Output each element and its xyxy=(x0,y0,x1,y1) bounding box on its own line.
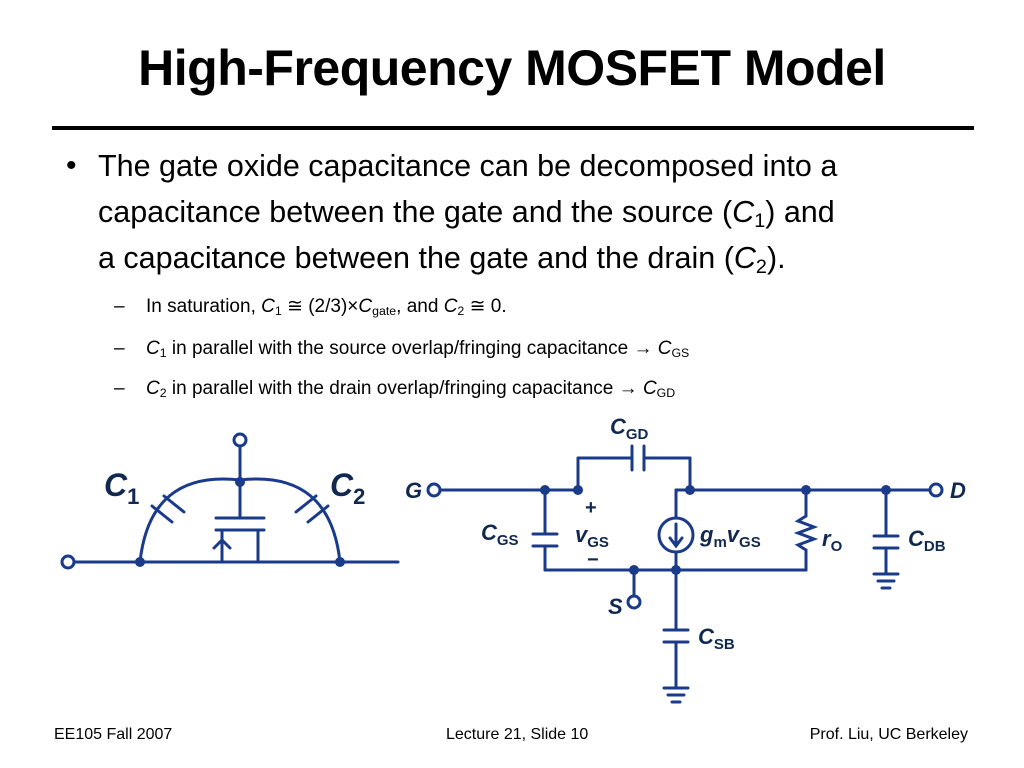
label-minus: − xyxy=(587,549,599,571)
sub-bullet-marker: – xyxy=(114,338,125,359)
label-gmvgs: gmvGS xyxy=(699,522,761,551)
label-c1: C1 xyxy=(104,467,139,509)
c1-capacitor xyxy=(150,494,186,524)
sub-bullet-marker: – xyxy=(114,378,125,399)
c2-capacitor xyxy=(294,494,330,524)
sub-bullet-c2: C2 in parallel with the drain overlap/fr… xyxy=(146,378,676,401)
label-cgs: CGS xyxy=(481,520,519,549)
bullet-marker: • xyxy=(66,149,77,182)
bullet-line-2: capacitance between the gate and the sou… xyxy=(98,195,835,232)
bullet-line-3: a capacitance between the gate and the d… xyxy=(98,241,786,278)
label-csb: CSB xyxy=(698,624,735,653)
footer-left: EE105 Fall 2007 xyxy=(54,726,173,743)
label-c2: C2 xyxy=(330,467,365,509)
slide-title: High-Frequency MOSFET Model xyxy=(138,40,886,96)
mosfet-symbol xyxy=(60,432,400,570)
label-s: S xyxy=(608,594,623,619)
sub-bullet-marker: – xyxy=(114,296,125,317)
label-g: G xyxy=(405,478,422,503)
label-d: D xyxy=(950,478,966,503)
label-vgs: vGS xyxy=(575,522,609,551)
arrow-icon: → xyxy=(633,338,653,359)
label-cdb: CDB xyxy=(908,526,946,555)
footer-right: Prof. Liu, UC Berkeley xyxy=(809,726,968,743)
label-cgd: CGD xyxy=(610,414,649,443)
arrow-icon: → xyxy=(618,378,638,399)
small-signal-model xyxy=(426,444,944,704)
label-plus: + xyxy=(585,497,597,519)
title-rule xyxy=(52,126,974,130)
sub-bullet-saturation: In saturation, C1 ≅ (2/3)×Cgate, and C2 … xyxy=(146,296,507,319)
bullet-line-1: The gate oxide capacitance can be decomp… xyxy=(98,149,838,183)
footer-center: Lecture 21, Slide 10 xyxy=(446,726,589,743)
sub-bullet-c1: C1 in parallel with the source overlap/f… xyxy=(146,338,690,361)
label-ro: rO xyxy=(822,526,843,555)
